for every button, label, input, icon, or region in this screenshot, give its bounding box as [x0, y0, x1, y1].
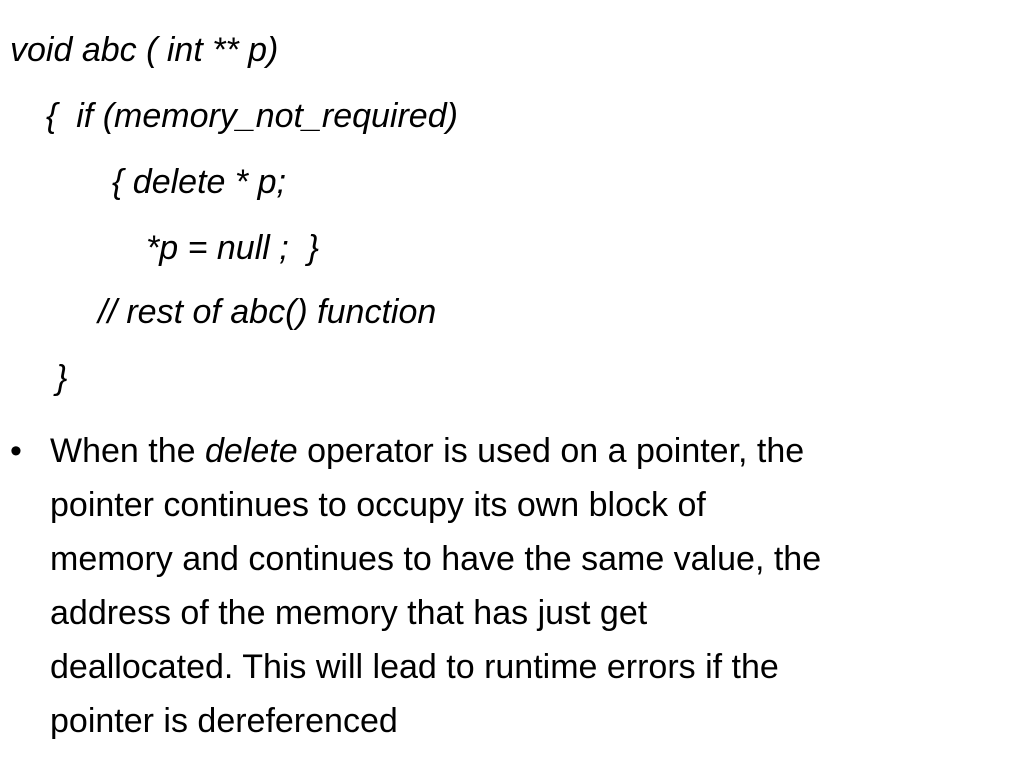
bullet-line: address of the memory that has just get	[50, 594, 648, 632]
code-line-if: { if (memory_not_required)	[46, 97, 458, 135]
bullet-line: pointer is dereferenced	[50, 702, 398, 740]
code-line-delete: { delete * p;	[112, 163, 286, 201]
code-line-close-brace: }	[56, 359, 68, 397]
bullet-text-emphasis: delete	[204, 432, 298, 470]
bullet-line: deallocated. This will lead to runtime e…	[50, 648, 779, 686]
bullet-line: memory and continues to have the same va…	[50, 540, 822, 578]
bullet-text: When the delete operator is used on a po…	[50, 424, 1010, 748]
code-line-comment: // rest of abc() function	[98, 293, 437, 331]
bullet-text-prefix: When the	[50, 432, 205, 470]
code-block: void abc ( int ** p) { if (memory_not_re…	[10, 31, 458, 397]
bullet-mark: •	[10, 432, 22, 470]
code-line-null: *p = null ; }	[146, 229, 319, 267]
code-line-signature: void abc ( int ** p)	[10, 31, 279, 69]
bullet-line: When the delete operator is used on a po…	[50, 424, 1010, 478]
bullet-text-suffix: operator is used on a pointer, the	[297, 432, 805, 470]
bullet-line: pointer continues to occupy its own bloc…	[50, 486, 706, 524]
